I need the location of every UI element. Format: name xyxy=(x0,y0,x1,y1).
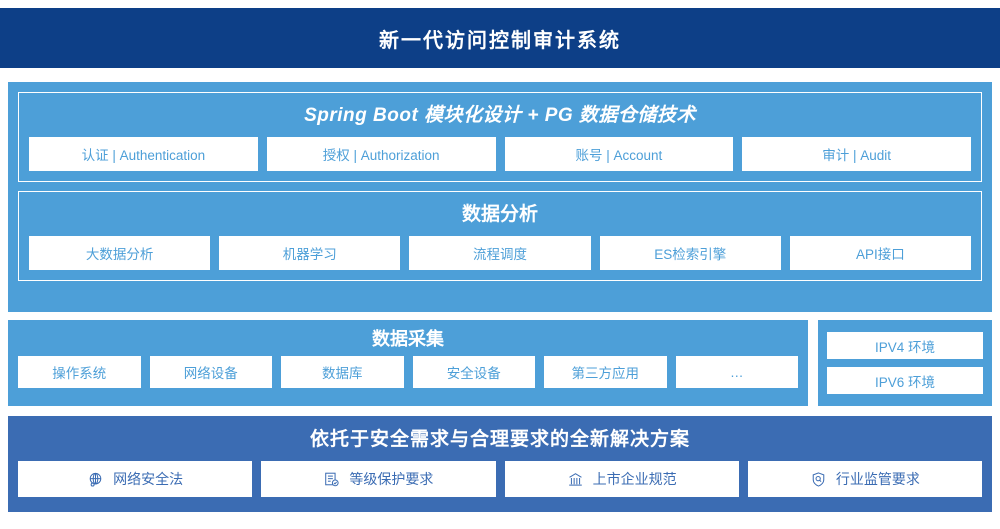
platform-panel: Spring Boot 模块化设计 + PG 数据仓储技术 认证 | Authe… xyxy=(8,82,992,312)
group-title-compliance: 依托于安全需求与合理要求的全新解决方案 xyxy=(309,429,690,450)
chip-account[interactable]: 账号 | Account xyxy=(504,137,734,171)
chip-audit[interactable]: 审计 | Audit xyxy=(742,137,971,171)
chip-label: 网络安全法 xyxy=(113,471,184,487)
header-banner: 新一代访问控制审计系统 xyxy=(0,8,1000,68)
chip-listed-company-standard[interactable]: 上市企业规范 xyxy=(504,461,739,497)
shield-search-icon xyxy=(810,471,827,488)
chip-authentication[interactable]: 认证 | Authentication xyxy=(29,137,258,171)
chip-more-ellipsis[interactable]: … xyxy=(675,356,798,388)
chip-mlps-requirement[interactable]: 等级保护要求 xyxy=(261,461,496,497)
environment-panel: IPV4 环境 IPV6 环境 xyxy=(818,320,992,406)
chip-api-interface[interactable]: API接口 xyxy=(789,236,972,270)
bank-building-icon xyxy=(567,471,584,488)
chip-es-search-engine[interactable]: ES检索引擎 xyxy=(599,236,781,270)
chip-row-data-collection: 操作系统 网络设备 数据库 安全设备 第三方应用 … xyxy=(18,356,798,388)
collection-row: 数据采集 操作系统 网络设备 数据库 安全设备 第三方应用 … IPV4 环境 … xyxy=(8,320,992,406)
chip-big-data-analysis[interactable]: 大数据分析 xyxy=(29,236,211,270)
chip-process-scheduling[interactable]: 流程调度 xyxy=(409,236,591,270)
chip-label: 上市企业规范 xyxy=(592,471,677,487)
globe-network-icon xyxy=(87,471,104,488)
chip-ipv4-environment[interactable]: IPV4 环境 xyxy=(827,332,983,359)
page-title: 新一代访问控制审计系统 xyxy=(379,29,621,52)
chip-network-device[interactable]: 网络设备 xyxy=(149,356,272,388)
data-collection-panel: 数据采集 操作系统 网络设备 数据库 安全设备 第三方应用 … xyxy=(8,320,808,406)
chip-third-party-app[interactable]: 第三方应用 xyxy=(544,356,667,388)
group-title-spring-boot: Spring Boot 模块化设计 + PG 数据仓储技术 xyxy=(304,105,696,126)
chip-database[interactable]: 数据库 xyxy=(281,356,404,388)
chip-row-compliance: 网络安全法 等级保护要求 xyxy=(18,461,982,497)
chip-operating-system[interactable]: 操作系统 xyxy=(18,356,141,388)
chip-cybersecurity-law[interactable]: 网络安全法 xyxy=(18,461,253,497)
chip-security-device[interactable]: 安全设备 xyxy=(412,356,535,388)
chip-machine-learning[interactable]: 机器学习 xyxy=(219,236,401,270)
chip-row-data-analysis: 大数据分析 机器学习 流程调度 ES检索引擎 API接口 xyxy=(29,236,972,270)
document-check-icon xyxy=(323,471,340,488)
group-title-data-collection: 数据采集 xyxy=(372,329,444,349)
group-title-data-analysis: 数据分析 xyxy=(461,204,538,225)
compliance-panel: 依托于安全需求与合理要求的全新解决方案 网络安全法 xyxy=(8,416,992,512)
chip-row-spring-boot: 认证 | Authentication 授权 | Authorization 账… xyxy=(29,137,971,171)
group-spring-boot: Spring Boot 模块化设计 + PG 数据仓储技术 认证 | Authe… xyxy=(18,92,982,182)
group-data-analysis: 数据分析 大数据分析 机器学习 流程调度 ES检索引擎 API接口 xyxy=(18,191,982,281)
chip-label: 行业监管要求 xyxy=(835,471,920,487)
chip-ipv6-environment[interactable]: IPV6 环境 xyxy=(827,367,983,394)
chip-authorization[interactable]: 授权 | Authorization xyxy=(266,137,496,171)
chip-industry-regulation[interactable]: 行业监管要求 xyxy=(747,461,982,497)
chip-label: 等级保护要求 xyxy=(349,471,434,487)
